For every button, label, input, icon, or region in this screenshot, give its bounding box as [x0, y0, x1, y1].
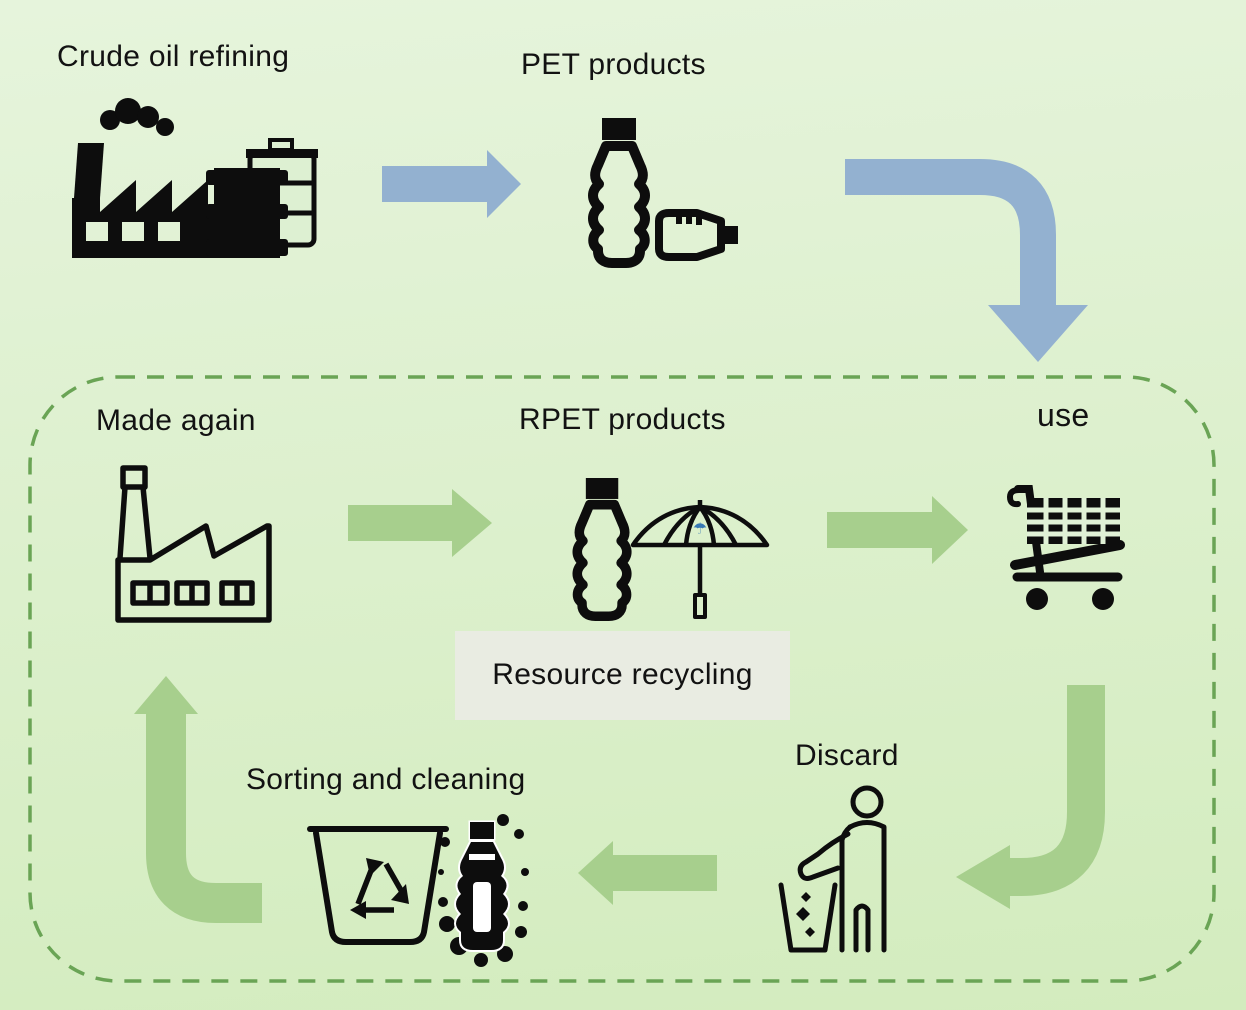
sorting-and-cleaning-label: Sorting and cleaning — [246, 763, 526, 796]
arrow-rpet-to-use — [827, 496, 968, 564]
crude-oil-refining-label: Crude oil refining — [57, 40, 290, 73]
recycling-loop-border — [28, 375, 1216, 983]
arrow-discard-to-sorting — [578, 841, 717, 905]
washed-bottle-icon — [438, 814, 529, 967]
discard-person-icon — [778, 785, 887, 953]
arrow-use-to-discard — [956, 685, 1105, 909]
oil-barrel-solid-icon — [206, 168, 288, 258]
pet-bottles-icon — [575, 118, 738, 268]
factory-outline-icon — [115, 465, 272, 623]
factory-body — [72, 180, 222, 258]
umbrella-logo-icon: ☂ — [693, 521, 707, 538]
discard-label: Discard — [795, 739, 899, 772]
pet-bottle-lying-icon — [655, 209, 738, 261]
shopping-cart-icon — [1006, 485, 1125, 610]
bubbles-icon — [438, 814, 529, 967]
recycle-symbol-icon — [350, 858, 409, 919]
made-again-label: Made again — [96, 404, 256, 437]
resource-recycling-box: Resource recycling — [455, 631, 790, 720]
recycle-bin-icon — [307, 826, 449, 945]
pet-products-label: PET products — [521, 48, 706, 81]
arrow-made-again-to-rpet — [348, 489, 492, 557]
use-label: use — [1037, 397, 1090, 433]
falling-litter — [796, 892, 815, 937]
pet-bottle-standing-icon — [593, 118, 645, 263]
umbrella-icon: ☂ — [630, 500, 770, 619]
refinery-factory-icon — [72, 98, 318, 258]
rpet-products-label: RPET products — [519, 403, 726, 436]
arrow-crude-to-pet — [382, 150, 521, 218]
litter-bin-icon — [778, 882, 838, 953]
smoke-icon — [74, 98, 174, 198]
resource-recycling-label: Resource recycling — [492, 658, 753, 692]
arrow-pet-to-use — [845, 159, 1088, 362]
arrow-sorting-to-made-again — [134, 676, 262, 923]
